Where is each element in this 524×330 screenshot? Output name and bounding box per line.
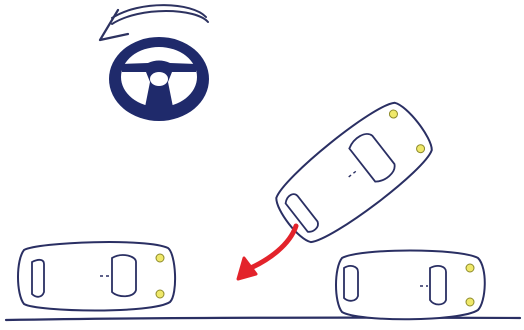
headlight (466, 298, 474, 306)
steering-wheel-icon (109, 37, 209, 121)
car-reversing-angled (265, 93, 441, 254)
car-parked-left (18, 242, 175, 310)
headlight (156, 254, 164, 262)
reverse-path-arrow-icon (238, 226, 296, 279)
car-parked-right (336, 251, 485, 320)
headlight (156, 290, 164, 298)
headlight (466, 264, 474, 272)
counterclockwise-arrow-icon (100, 5, 208, 40)
